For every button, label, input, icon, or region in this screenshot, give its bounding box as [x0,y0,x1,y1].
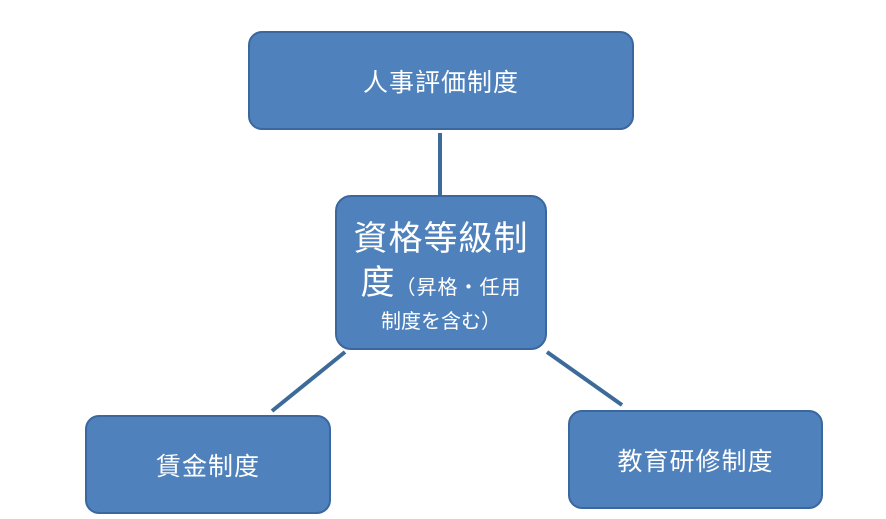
node-label-line3: 制度を含む） [381,309,501,333]
node-wage-system: 賃金制度 [85,415,331,514]
node-label-line2: 度（昇格・任用 [337,261,545,305]
node-label: 賃金制度 [155,451,260,481]
node-label-line1: 資格等級制 [353,219,529,259]
connector-left [270,350,347,413]
node-label-line2-main: 度 [360,263,396,303]
node-personnel-evaluation: 人事評価制度 [248,31,634,130]
connector-right [545,350,624,407]
node-label-line2-sub: （昇格・任用 [395,275,522,299]
node-training-system: 教育研修制度 [568,410,823,509]
node-grade-system: 資格等級制 度（昇格・任用 制度を含む） [335,195,547,350]
node-label: 人事評価制度 [362,67,519,97]
node-label: 教育研修制度 [617,446,774,476]
